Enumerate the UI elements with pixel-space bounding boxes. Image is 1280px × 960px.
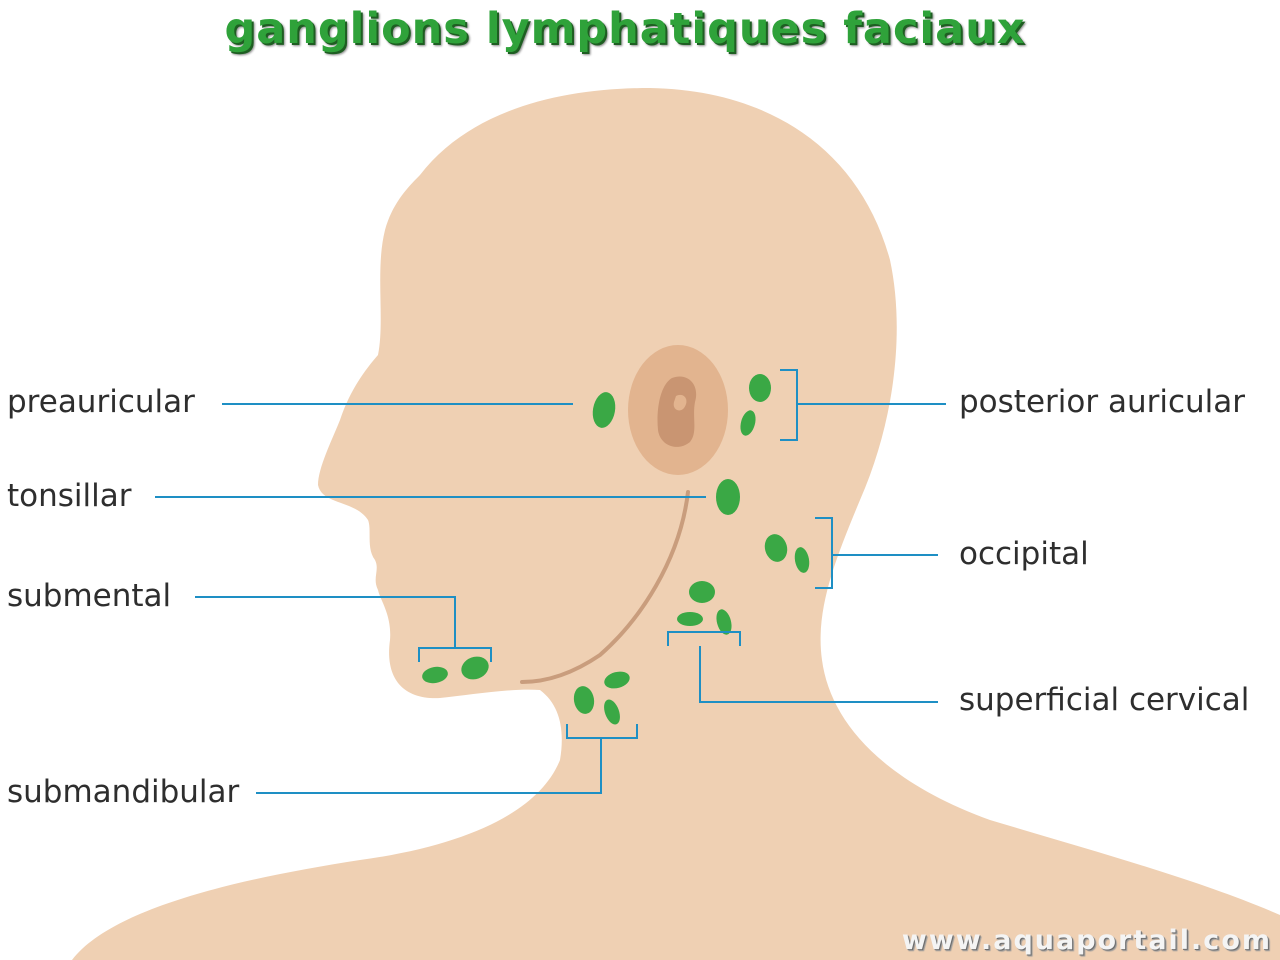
node-submental-1: [422, 666, 448, 684]
jawline: [520, 490, 690, 684]
page-title: ganglions lymphatiques faciaux: [224, 4, 1026, 54]
label-preauricular: preauricular: [7, 384, 195, 420]
node-submental-2: [461, 656, 489, 680]
node-superficial-cervical-3: [716, 609, 732, 635]
label-occipital: occipital: [959, 536, 1089, 572]
leader-submandibular: [256, 738, 602, 794]
bracket-submandibular: [566, 724, 638, 739]
node-submandibular-1: [573, 686, 595, 714]
node-superficial-cervical-1: [689, 581, 715, 603]
bracket-occipital: [815, 517, 833, 589]
label-submental: submental: [7, 578, 172, 614]
head-silhouette: [72, 88, 1280, 960]
watermark: www.aquaportail.com: [901, 925, 1272, 956]
label-posterior-auricular: posterior auricular: [959, 384, 1245, 420]
label-superficial-cervical: superficial cervical: [959, 682, 1250, 718]
ear-inner: [657, 376, 697, 447]
ear-canal: [673, 394, 687, 411]
node-occipital-1: [764, 534, 788, 562]
leader-submental: [195, 596, 456, 648]
lymph-nodes: [422, 374, 810, 725]
node-submandibular-2: [604, 671, 630, 689]
bracket-superficial-cervical: [667, 631, 741, 646]
leader-superficial-cervical: [699, 646, 938, 703]
node-superficial-cervical-2: [677, 612, 703, 626]
node-submandibular-3: [604, 699, 620, 725]
node-occipital-2: [794, 547, 810, 573]
node-posterior-auricular-2: [740, 410, 756, 436]
leader-lines: [155, 369, 946, 794]
label-tonsillar: tonsillar: [7, 478, 132, 514]
node-preauricular: [592, 392, 616, 428]
label-submandibular: submandibular: [7, 774, 240, 810]
node-tonsillar: [716, 479, 740, 515]
bracket-submental: [418, 647, 492, 662]
node-posterior-auricular-1: [749, 374, 771, 402]
